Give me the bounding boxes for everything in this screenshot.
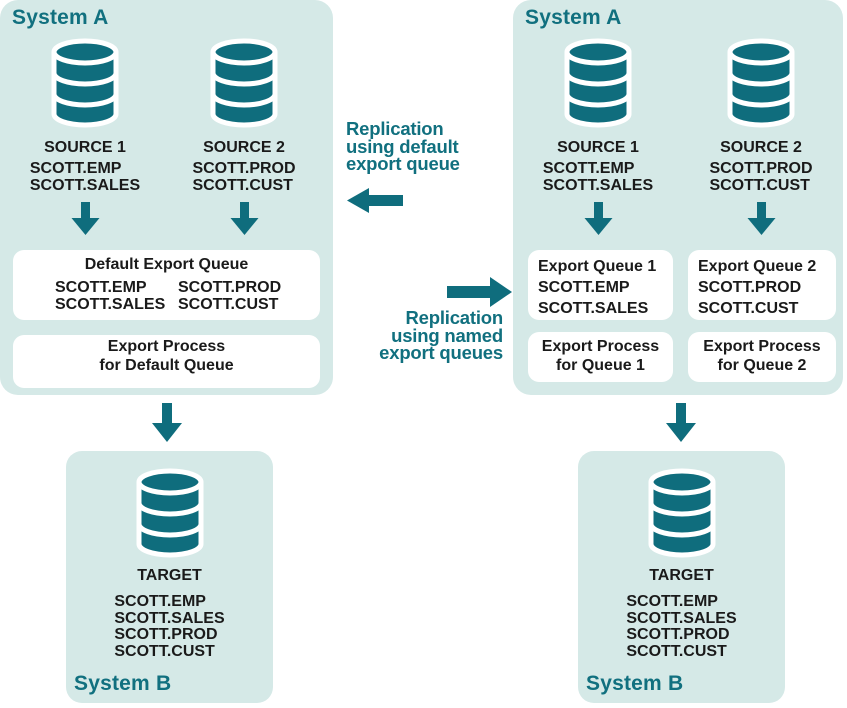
table-name: SCOTT.CUST bbox=[114, 642, 215, 660]
table-name: SCOTT.CUST bbox=[709, 177, 810, 194]
target-group: TARGET SCOTT.EMP SCOTT.SALES SCOTT.PROD … bbox=[578, 451, 785, 703]
table-name: SCOTT.PROD bbox=[114, 626, 218, 643]
table-name: SCOTT.CUST bbox=[178, 296, 279, 313]
table-name: SCOTT.EMP bbox=[29, 160, 122, 177]
caption-line: export queue bbox=[346, 153, 460, 174]
caption-line: using default bbox=[346, 135, 459, 157]
process-line: for Queue 2 bbox=[717, 357, 807, 374]
arrow-left-icon bbox=[347, 188, 403, 213]
target-name: TARGET bbox=[137, 567, 202, 584]
system-a-label: System A bbox=[12, 6, 109, 29]
queue-title: Export Queue 2 bbox=[698, 258, 817, 275]
process-line: Export Process bbox=[541, 338, 660, 355]
table-name: SCOTT.SALES bbox=[542, 177, 654, 194]
arrow-down-icon bbox=[666, 403, 696, 442]
table-name: SCOTT.SALES bbox=[538, 300, 649, 317]
system-b-named-panel: TARGET SCOTT.EMP SCOTT.SALES SCOTT.PROD … bbox=[578, 451, 785, 703]
table-name: SCOTT.CUST bbox=[626, 642, 727, 660]
table-name: SCOTT.PROD bbox=[626, 626, 730, 643]
arrow-down-icon bbox=[747, 202, 775, 235]
system-b-label: System B bbox=[586, 672, 684, 695]
default-export-process-box: Export Process for Default Queue bbox=[13, 335, 320, 388]
table-name: SCOTT.SALES bbox=[29, 177, 141, 194]
caption-line: using named bbox=[391, 324, 503, 346]
queue-column: SCOTT.PROD SCOTT.CUST bbox=[178, 279, 281, 313]
source-name: SOURCE 2 bbox=[720, 139, 802, 156]
table-name: SCOTT.EMP bbox=[538, 279, 630, 296]
process-line: Export Process bbox=[703, 338, 821, 355]
table-name: SCOTT.CUST bbox=[192, 177, 293, 194]
table-name: SCOTT.CUST bbox=[698, 300, 799, 317]
table-name: SCOTT.PROD bbox=[192, 160, 296, 177]
arrow-down-icon bbox=[71, 202, 99, 235]
source-tables: SCOTT.EMP SCOTT.SALES bbox=[30, 160, 140, 194]
target-tables: SCOTT.EMP SCOTT.SALES SCOTT.PROD SCOTT.C… bbox=[114, 593, 225, 660]
source-1-group: SOURCE 1 SCOTT.EMP SCOTT.SALES bbox=[518, 38, 678, 235]
export-process-2-box: Export Process for Queue 2 bbox=[688, 332, 836, 382]
export-queue-2-box: Export Queue 2 SCOTT.PROD SCOTT.CUST bbox=[688, 250, 836, 320]
source-1-group: SOURCE 1 SCOTT.EMP SCOTT.SALES bbox=[5, 38, 165, 235]
arrow-down-icon bbox=[230, 202, 258, 235]
database-icon bbox=[724, 38, 798, 128]
table-name: SCOTT.SALES bbox=[114, 609, 225, 627]
system-b-label: System B bbox=[74, 672, 172, 695]
export-process-1-box: Export Process for Queue 1 bbox=[528, 332, 673, 382]
source-tables: SCOTT.PROD SCOTT.CUST bbox=[192, 160, 295, 194]
caption-line: export queues bbox=[379, 342, 503, 363]
default-export-queue-box: Default Export Queue SCOTT.EMP SCOTT.SAL… bbox=[13, 250, 320, 320]
table-name: SCOTT.EMP bbox=[626, 593, 718, 610]
export-queue-1-box: Export Queue 1 SCOTT.EMP SCOTT.SALES bbox=[528, 250, 673, 320]
process-line: for Queue 1 bbox=[556, 357, 645, 374]
target-name: TARGET bbox=[649, 567, 714, 584]
target-group: TARGET SCOTT.EMP SCOTT.SALES SCOTT.PROD … bbox=[66, 451, 273, 703]
source-2-group: SOURCE 2 SCOTT.PROD SCOTT.CUST bbox=[164, 38, 324, 235]
table-name: SCOTT.EMP bbox=[114, 593, 206, 610]
queue-title: Default Export Queue bbox=[84, 256, 249, 273]
default-replication-caption: Replication using default export queue bbox=[346, 120, 460, 173]
database-icon bbox=[645, 468, 719, 558]
system-b-default-panel: TARGET SCOTT.EMP SCOTT.SALES SCOTT.PROD … bbox=[66, 451, 273, 703]
source-name: SOURCE 2 bbox=[203, 139, 285, 156]
arrow-down-icon bbox=[584, 202, 612, 235]
table-name: SCOTT.PROD bbox=[698, 279, 802, 296]
source-name: SOURCE 1 bbox=[557, 139, 639, 156]
database-icon bbox=[133, 468, 207, 558]
table-name: SCOTT.SALES bbox=[626, 609, 737, 627]
named-replication-caption: Replication using named export queues bbox=[303, 309, 503, 362]
database-icon bbox=[207, 38, 281, 128]
table-name: SCOTT.SALES bbox=[55, 296, 166, 313]
process-line: Export Process bbox=[107, 338, 226, 355]
database-icon bbox=[561, 38, 635, 128]
system-a-named-panel: System A SOURCE 1 SCOTT.EMP SCOTT.SALES … bbox=[513, 0, 843, 395]
process-line: for Default Queue bbox=[99, 356, 234, 374]
caption-line: Replication bbox=[405, 307, 503, 328]
source-tables: SCOTT.EMP SCOTT.SALES bbox=[543, 160, 653, 194]
database-icon bbox=[48, 38, 122, 128]
source-2-group: SOURCE 2 SCOTT.PROD SCOTT.CUST bbox=[681, 38, 841, 235]
arrow-right-icon bbox=[447, 277, 512, 307]
queue-column: SCOTT.EMP SCOTT.SALES bbox=[55, 279, 165, 313]
table-name: SCOTT.PROD bbox=[178, 279, 282, 296]
table-name: SCOTT.EMP bbox=[55, 279, 147, 296]
system-a-default-panel: System A SOURCE 1 SCOTT.EMP SCOTT.SALES … bbox=[0, 0, 333, 395]
system-a-label: System A bbox=[525, 6, 622, 29]
target-tables: SCOTT.EMP SCOTT.SALES SCOTT.PROD SCOTT.C… bbox=[626, 593, 737, 660]
arrow-down-icon bbox=[152, 403, 182, 442]
table-name: SCOTT.EMP bbox=[542, 160, 635, 177]
queue-title: Export Queue 1 bbox=[538, 258, 657, 275]
table-name: SCOTT.PROD bbox=[709, 160, 813, 177]
source-name: SOURCE 1 bbox=[44, 139, 126, 156]
source-tables: SCOTT.PROD SCOTT.CUST bbox=[709, 160, 812, 194]
caption-line: Replication bbox=[346, 118, 444, 139]
